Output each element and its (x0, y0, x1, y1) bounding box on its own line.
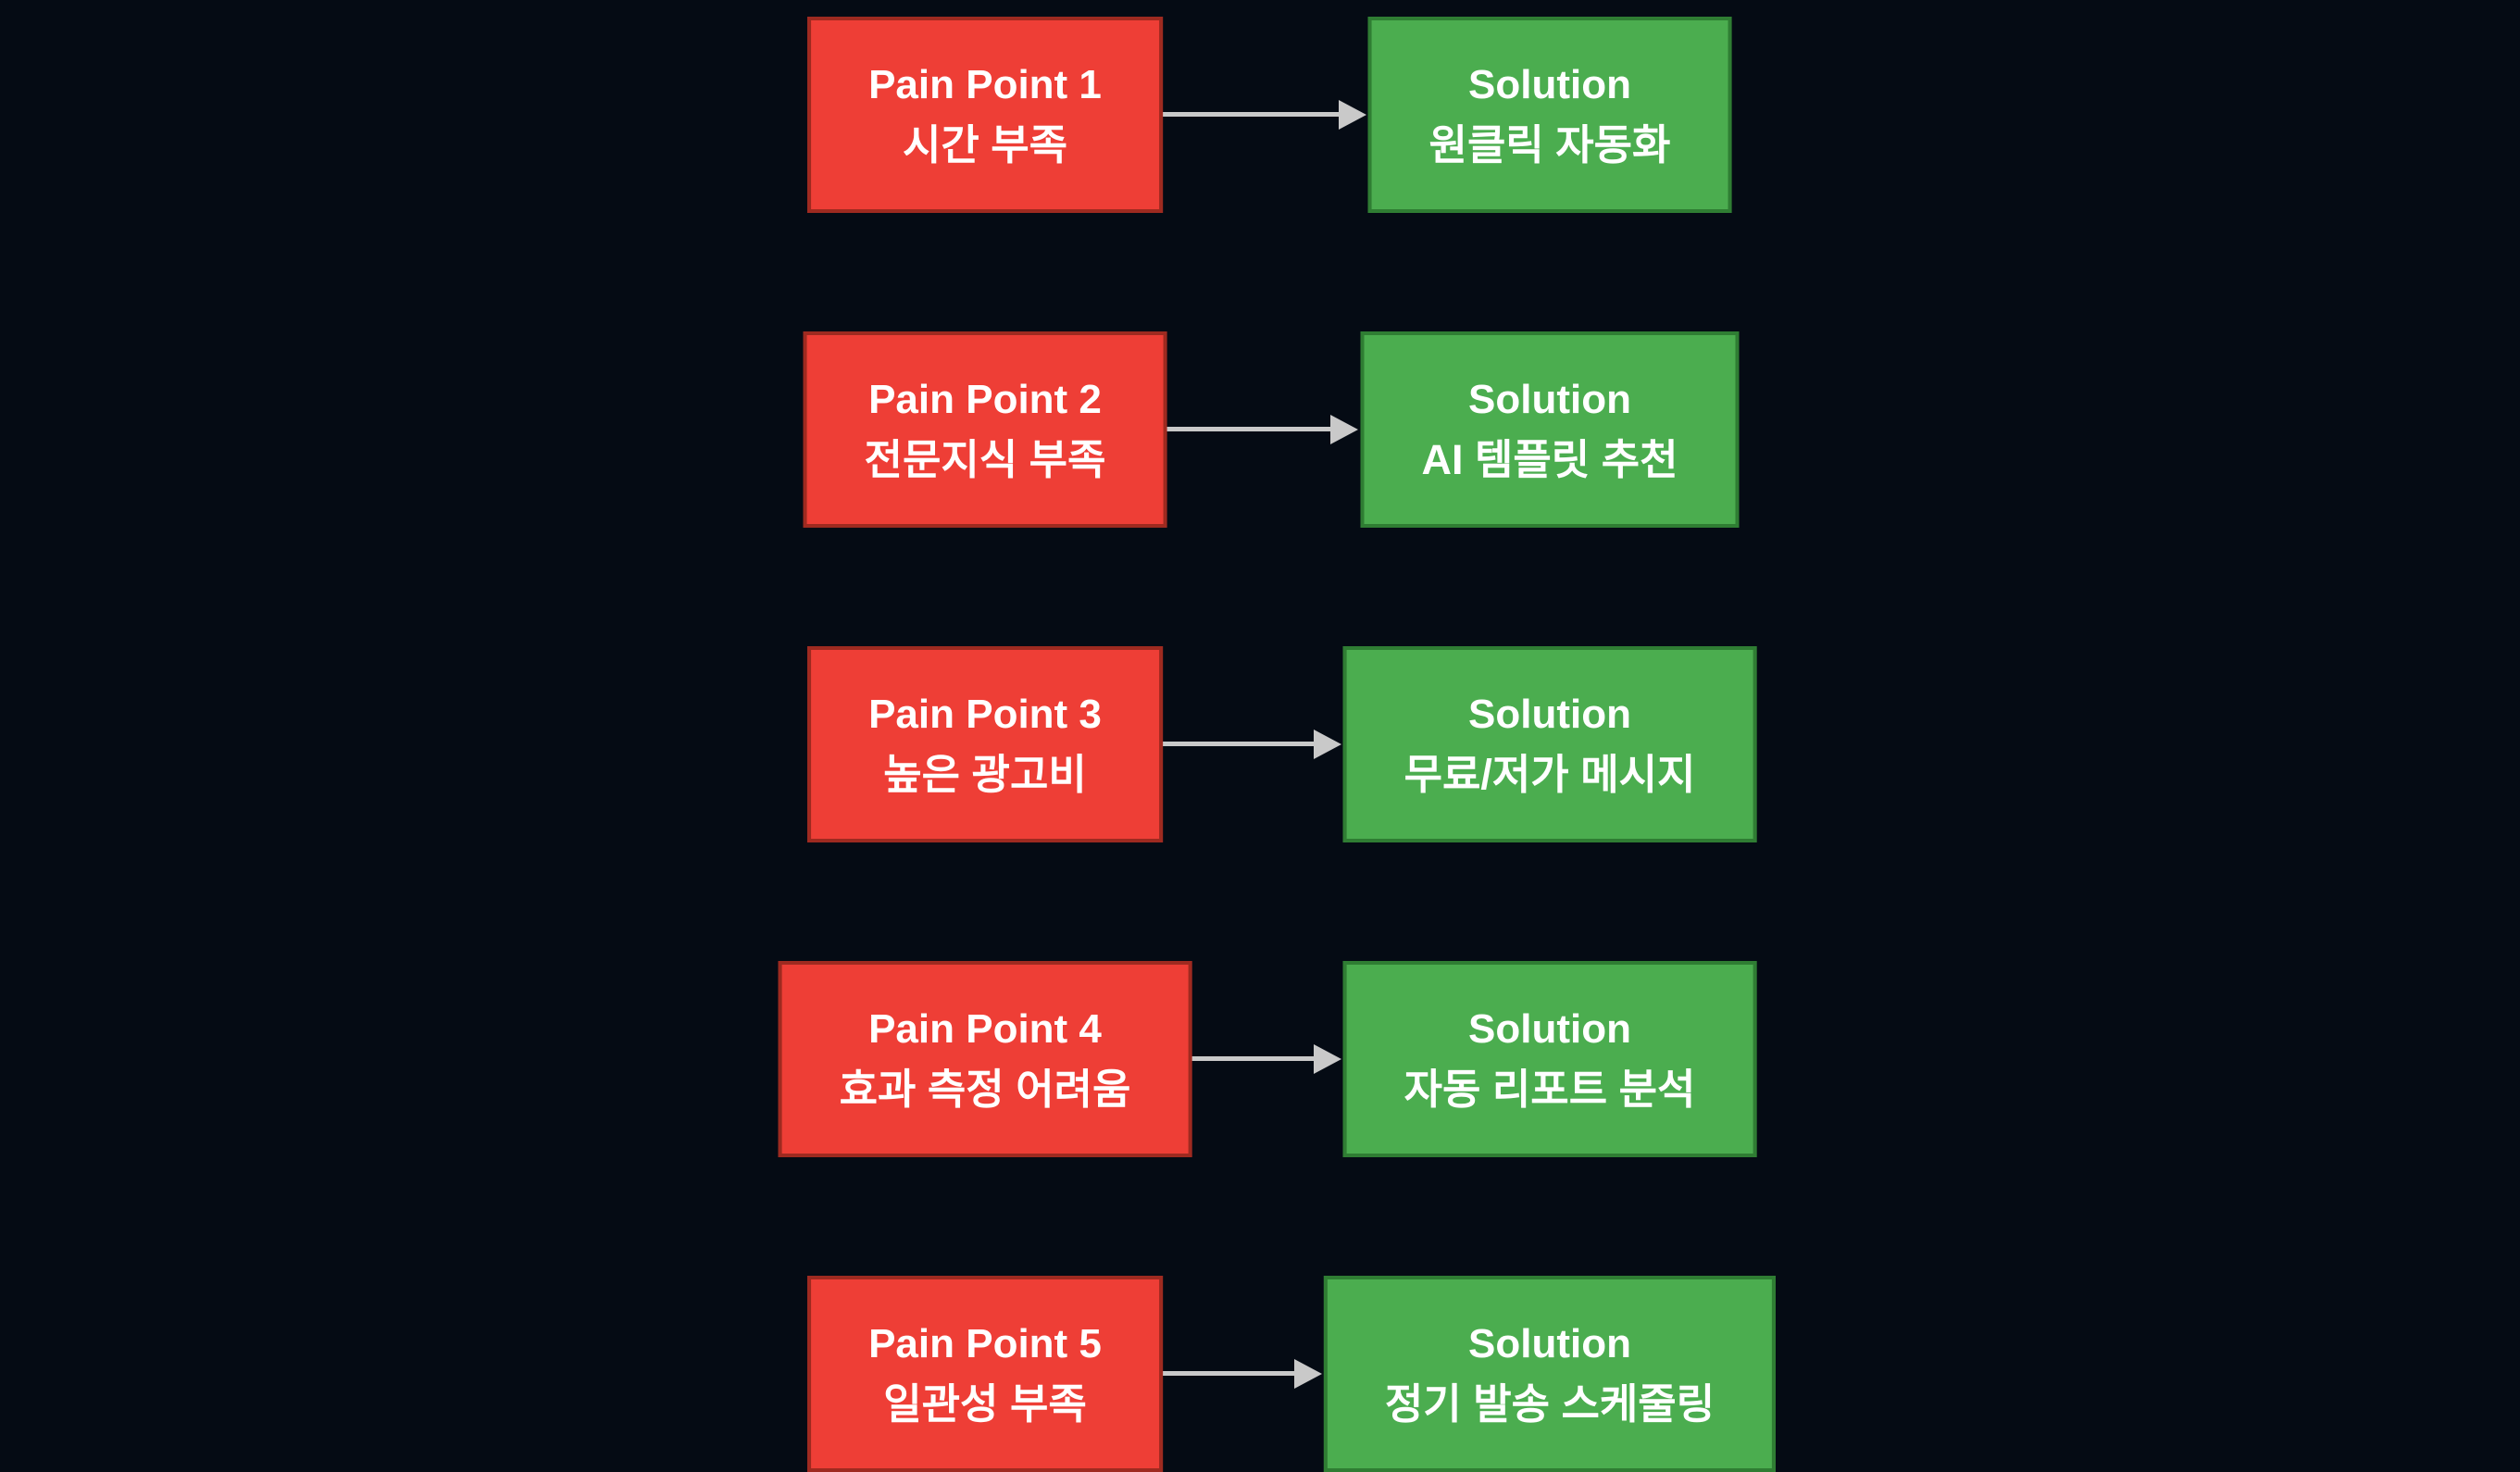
arrow-right-icon (1191, 1056, 1316, 1061)
pain-point-2-box: Pain Point 2 전문지식 부족 (803, 331, 1167, 528)
pain-point-3-box: Pain Point 3 높은 광고비 (807, 646, 1163, 842)
solution-subtitle: 자동 리포트 분석 (1403, 1065, 1696, 1113)
pain-point-subtitle: 높은 광고비 (883, 750, 1087, 798)
arrow-right-icon (1166, 427, 1333, 431)
arrow-right-icon (1162, 112, 1341, 117)
flow-row-5: Pain Point 5 일관성 부족 Solution 정기 발송 스케줄링 (0, 1276, 2520, 1472)
solution-title: Solution (1468, 691, 1631, 737)
solution-3-box: Solution 무료/저가 메시지 (1342, 646, 1757, 842)
flow-row-3: Pain Point 3 높은 광고비 Solution 무료/저가 메시지 (0, 646, 2520, 842)
pain-point-1-box: Pain Point 1 시간 부족 (807, 17, 1163, 213)
arrow-right-icon (1162, 1371, 1296, 1376)
pain-point-title: Pain Point 3 (868, 691, 1102, 737)
pain-point-subtitle: 일관성 부족 (883, 1379, 1087, 1428)
flow-row-2: Pain Point 2 전문지식 부족 Solution AI 템플릿 추천 (0, 331, 2520, 528)
arrow-right-icon (1162, 742, 1316, 746)
pain-point-title: Pain Point 1 (868, 61, 1102, 107)
solution-5-box: Solution 정기 발송 스케줄링 (1323, 1276, 1777, 1472)
solution-2-box: Solution AI 템플릿 추천 (1360, 331, 1740, 528)
pain-point-subtitle: 전문지식 부족 (864, 435, 1106, 483)
solution-subtitle: 정기 발송 스케줄링 (1384, 1379, 1715, 1428)
pain-point-subtitle: 효과 측정 어려움 (839, 1065, 1131, 1113)
solution-subtitle: 원클릭 자동화 (1428, 120, 1671, 168)
solution-title: Solution (1468, 1005, 1631, 1052)
pain-point-subtitle: 시간 부족 (902, 120, 1068, 168)
solution-4-box: Solution 자동 리포트 분석 (1342, 961, 1757, 1157)
pain-point-title: Pain Point 2 (868, 376, 1102, 422)
solution-title: Solution (1468, 61, 1631, 107)
solution-subtitle: AI 템플릿 추천 (1421, 435, 1678, 483)
flow-row-1: Pain Point 1 시간 부족 Solution 원클릭 자동화 (0, 17, 2520, 213)
pain-point-title: Pain Point 5 (868, 1320, 1102, 1366)
solution-subtitle: 무료/저가 메시지 (1403, 750, 1696, 798)
pain-point-title: Pain Point 4 (868, 1005, 1102, 1052)
flow-row-4: Pain Point 4 효과 측정 어려움 Solution 자동 리포트 분… (0, 961, 2520, 1157)
solution-title: Solution (1468, 1320, 1631, 1366)
pain-point-5-box: Pain Point 5 일관성 부족 (807, 1276, 1163, 1472)
solution-title: Solution (1468, 376, 1631, 422)
pain-point-4-box: Pain Point 4 효과 측정 어려움 (778, 961, 1192, 1157)
solution-1-box: Solution 원클릭 자동화 (1367, 17, 1732, 213)
